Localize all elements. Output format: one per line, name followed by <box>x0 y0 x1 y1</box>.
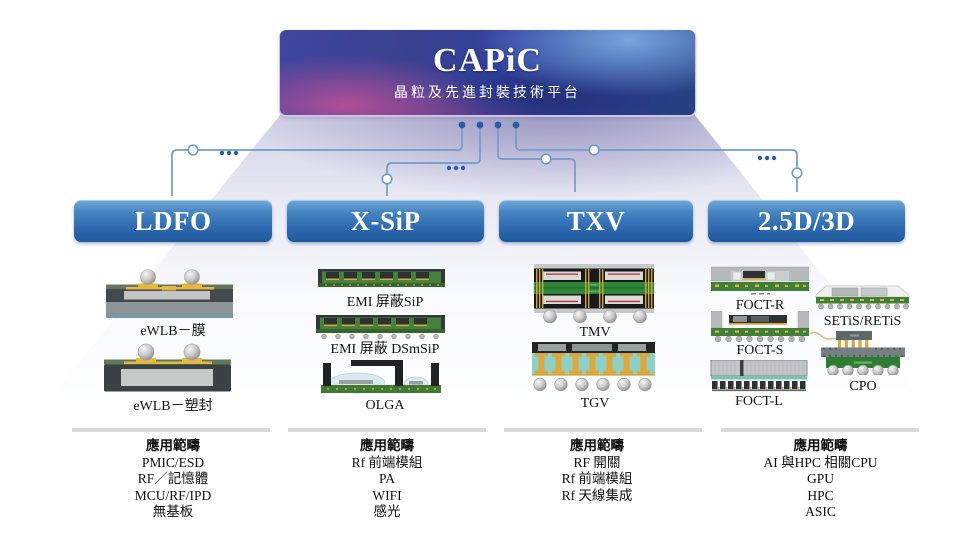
application-item: AI 與HPC 相關CPU <box>763 454 878 470</box>
figure-label: TMV <box>579 325 611 340</box>
trace-node-circles <box>187 144 803 185</box>
tmv-illustration <box>534 264 654 324</box>
category-xsip: X-SiP <box>287 200 484 242</box>
trace-xsip <box>386 126 481 196</box>
application-item: WIFI <box>372 487 402 503</box>
category-25d3d: 2.5D/3D <box>708 200 905 242</box>
application-item: RF／記憶體 <box>137 471 209 486</box>
figure-label: CPO <box>849 379 877 394</box>
application-item: Rf 天線集成 <box>561 487 633 503</box>
divider-ldfo <box>72 428 270 432</box>
figure-label: FOCT-S <box>736 343 784 358</box>
emi-shield-dsmsip-illustration <box>316 315 445 340</box>
application-item: PMIC/ESD <box>141 454 205 470</box>
category-ldfo: LDFO <box>74 200 272 242</box>
category-txv: TXV <box>499 200 693 242</box>
figure-label: EMI 屏蔽 DSmSiP <box>330 342 440 357</box>
application-item: Rf 前端模組 <box>561 471 633 486</box>
foct-l-illustration <box>710 360 808 392</box>
figure-label: OLGA <box>365 398 405 413</box>
application-item: Rf 前端模組 <box>351 454 423 470</box>
figure-label: FOCT-L <box>735 394 783 409</box>
applications-title: 應用範疇 <box>146 438 200 453</box>
figure-label: EMI 屏蔽SiP <box>346 295 424 310</box>
olga-illustration <box>321 360 441 394</box>
trace-dot-triplets <box>219 150 777 171</box>
applications-ldfo: 應用範疇 PMIC/ESD RF／記憶體 MCU/RF/IPD 無基板 <box>74 438 272 521</box>
figure-label: SETiS/RETiS <box>823 314 902 329</box>
ewlb-mold-illustration <box>104 343 231 392</box>
application-item: MCU/RF/IPD <box>134 487 212 503</box>
divider-txv <box>504 428 702 432</box>
platform-title: CAPiC <box>433 41 542 79</box>
platform-subtitle: 晶粒及先進封裝技術平台 <box>394 85 581 101</box>
figure-label: FOCT-R <box>735 298 785 313</box>
applications-title: 應用範疇 <box>570 438 624 453</box>
trace-25d3d <box>515 126 798 192</box>
figure-label: eWLB－塑封 <box>133 399 213 414</box>
applications-title: 應用範疇 <box>360 438 414 453</box>
application-item: 無基板 <box>152 504 194 519</box>
application-item: 感光 <box>373 504 401 519</box>
applications-xsip: 應用範疇 Rf 前端模組 PA WIFI 感光 <box>288 438 486 521</box>
application-item: ASIC <box>805 504 836 519</box>
trace-origin-dots <box>458 121 520 129</box>
trace-txv <box>497 126 576 192</box>
applications-25d3d: 應用範疇 AI 與HPC 相關CPU GPU HPC ASIC <box>721 438 920 521</box>
tgv-illustration <box>532 342 655 392</box>
trace-ldfo <box>171 126 463 196</box>
divider-25d3d <box>721 428 919 432</box>
application-item: HPC <box>807 487 834 503</box>
platform-banner: CAPiC 晶粒及先進封裝技術平台 <box>280 30 695 115</box>
cpo-illustration <box>821 331 905 375</box>
emi-shield-sip-illustration <box>318 269 445 287</box>
foct-s-illustration <box>711 311 809 343</box>
applications-txv: 應用範疇 RF 開關 Rf 前端模組 Rf 天線集成 <box>498 438 696 504</box>
application-item: RF 開關 <box>573 454 621 470</box>
figure-label: TGV <box>580 396 610 411</box>
application-item: PA <box>378 471 396 486</box>
figure-label: eWLB－膜 <box>140 324 206 339</box>
ewlb-film-illustration <box>106 269 233 318</box>
setis-retis-illustration <box>815 285 910 310</box>
divider-xsip <box>288 428 486 432</box>
application-item: GPU <box>806 471 834 486</box>
foct-r-illustration <box>711 266 809 295</box>
applications-title: 應用範疇 <box>793 438 848 453</box>
